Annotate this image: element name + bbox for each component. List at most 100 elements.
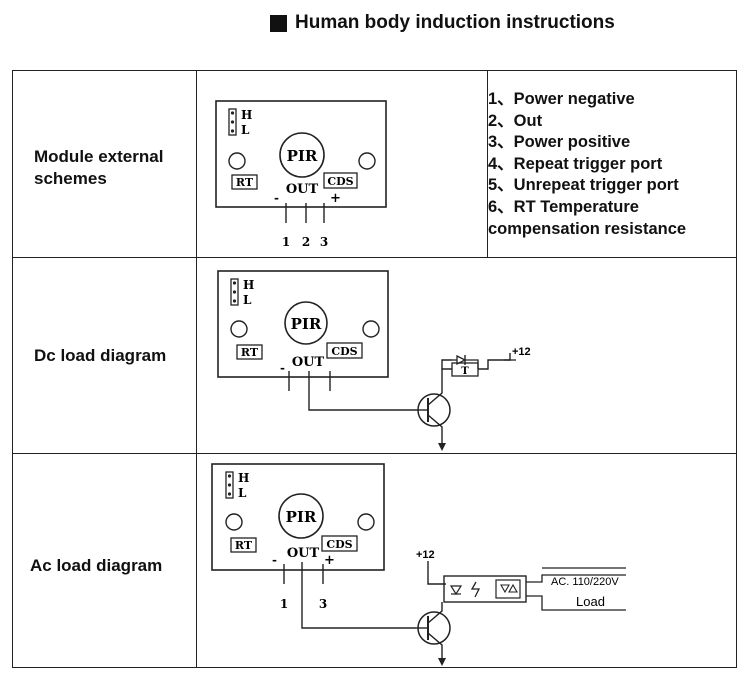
- jumper-pin: [230, 129, 235, 133]
- transistor-collector: [427, 383, 443, 406]
- triac-icon: [500, 584, 510, 594]
- jumper-header: [228, 108, 237, 136]
- jumper-label-h: H: [243, 278, 254, 292]
- supply-label: +12: [512, 346, 531, 358]
- transistor-collector: [427, 604, 443, 624]
- minus-label: -: [272, 553, 277, 567]
- transistor-emitter: [427, 632, 443, 658]
- ac-line-label: AC. 110/220V: [551, 576, 619, 588]
- row-label-line: Module external: [34, 147, 164, 166]
- out-label: OUT: [287, 546, 320, 561]
- jumper-label-h: H: [241, 108, 252, 122]
- rt-component: [231, 174, 258, 190]
- pir-sensor-icon: [279, 132, 325, 178]
- ground-arrow-icon: [438, 658, 446, 666]
- cds-component: [321, 535, 358, 552]
- row-label-line: schemes: [34, 169, 107, 188]
- cds-label: CDS: [331, 345, 357, 358]
- cds-component: [323, 172, 358, 189]
- relay-wire: [441, 368, 452, 383]
- rt-component: [230, 537, 257, 553]
- rt-label: RT: [236, 176, 254, 189]
- diode-wire: [441, 359, 452, 369]
- jumper-label-l: L: [238, 486, 247, 500]
- supply-wire: [427, 561, 446, 585]
- transistor-emitter: [427, 414, 443, 443]
- pin-number: 2: [302, 235, 310, 249]
- jumper-header: [230, 278, 239, 306]
- mounting-hole-icon: [228, 152, 246, 170]
- jumper-pin: [232, 281, 237, 285]
- jumper-header: [225, 471, 234, 499]
- dc-load-diagram: H L PIR RT CDS OUT - T +12: [217, 270, 531, 451]
- supply-label: +12: [416, 549, 435, 561]
- pin-number: 1: [280, 597, 288, 611]
- supply-wire: [478, 353, 511, 370]
- mounting-hole-icon: [358, 152, 376, 170]
- pin-number: 1: [282, 235, 290, 249]
- pin-desc-item: 1、Power negative: [488, 90, 635, 108]
- pin-desc-item: 4、Repeat trigger port: [488, 154, 663, 173]
- pin-desc-item: compensation resistance: [488, 219, 687, 238]
- cds-label: CDS: [327, 175, 353, 188]
- cds-label: CDS: [326, 538, 352, 551]
- jumper-pin: [227, 474, 232, 478]
- module-scheme-diagram: H L PIR RT CDS OUT - + 1 2 3: [215, 100, 387, 249]
- out-label: OUT: [286, 182, 319, 197]
- relay-label: T: [461, 366, 469, 377]
- ssr-relay-icon: [443, 575, 527, 603]
- row-divider-2: [13, 453, 736, 454]
- ac-line-wire: [526, 574, 626, 583]
- row-label-dc-load: Dc load diagram: [34, 345, 166, 367]
- ac-load-diagram: H L PIR RT CDS OUT - + 1 3 +12 AC. 110/2…: [211, 463, 626, 666]
- diode-return-wire: [465, 359, 479, 369]
- pir-label: PIR: [291, 315, 322, 333]
- mounting-hole-icon: [230, 320, 248, 338]
- cds-component: [326, 342, 363, 359]
- jumper-pin: [230, 120, 235, 124]
- jumper-label-l: L: [241, 123, 250, 137]
- jumper-pin: [232, 299, 237, 303]
- rt-label: RT: [241, 346, 259, 359]
- row-label-ac-load: Ac load diagram: [30, 555, 162, 577]
- instruction-table: [12, 70, 737, 668]
- jumper-pin: [227, 483, 232, 487]
- ground-arrow-icon: [438, 443, 446, 451]
- pin-desc-item: 2、Out: [488, 111, 543, 130]
- plus-label: +: [330, 191, 341, 206]
- out-label: OUT: [292, 355, 325, 370]
- pir-sensor-icon: [278, 493, 324, 539]
- optical-coupling-icon: [470, 581, 481, 598]
- pir-label: PIR: [287, 147, 318, 165]
- pir-sensor-icon: [284, 301, 328, 345]
- row-label-line: Dc load diagram: [34, 346, 167, 365]
- minus-label: -: [280, 361, 285, 375]
- load-label: Load: [576, 594, 605, 609]
- mounting-hole-icon: [225, 513, 243, 531]
- square-bullet-icon: [270, 14, 287, 32]
- jumper-label-l: L: [243, 293, 252, 307]
- pin-desc-item: 5、Unrepeat trigger port: [488, 176, 679, 195]
- title-text: Human body induction instructions: [295, 12, 615, 33]
- jumper-pin: [227, 492, 232, 496]
- jumper-label-h: H: [238, 471, 249, 485]
- pin-number: 3: [319, 597, 327, 611]
- column-divider-desc: [487, 71, 488, 257]
- pin-desc-item: 6、RT Temperature: [488, 197, 639, 216]
- led-icon: [449, 585, 463, 596]
- minus-label: -: [274, 191, 279, 205]
- mounting-hole-icon: [357, 513, 375, 531]
- row-divider-1: [13, 257, 736, 258]
- pir-label: PIR: [286, 508, 317, 526]
- pin-desc-item: 3、Power positive: [488, 133, 631, 152]
- load-wire: [526, 595, 626, 611]
- rt-label: RT: [235, 539, 253, 552]
- out-wire: [301, 562, 416, 629]
- row-label-line: Ac load diagram: [30, 556, 163, 575]
- triac-box: [495, 579, 521, 599]
- mounting-hole-icon: [362, 320, 380, 338]
- page-title: Human body induction instructions: [270, 10, 615, 36]
- jumper-pin: [232, 290, 237, 294]
- rt-component: [236, 344, 263, 360]
- column-divider-label: [196, 71, 197, 667]
